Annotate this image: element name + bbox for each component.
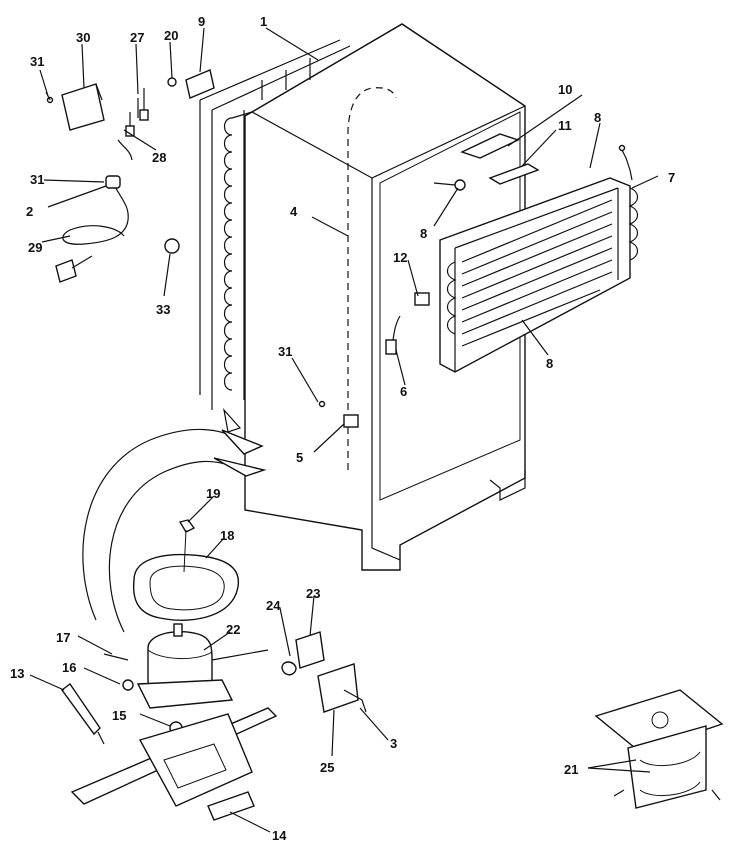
callout-2: 9 [198,14,205,29]
callout-14: 6 [400,384,407,399]
relay-overload [281,631,367,713]
callout-5: 28 [152,150,166,165]
callout-24: 15 [112,708,126,723]
callout-4: 27 [130,30,144,45]
callout-8-mid: 31 [30,172,44,187]
callout-30: 22 [226,622,240,637]
callout-7: 30 [76,30,90,45]
callout-26: 17 [56,630,70,645]
callout-8-cabinet: 31 [278,344,292,359]
condenser-coil [199,39,351,433]
callout-31: 23 [306,586,320,601]
callout-19: 10 [558,82,572,97]
drain-pan [132,519,240,621]
callout-9: 33 [156,302,170,317]
callout-21: 12 [393,250,407,265]
callout-11: 3 [390,736,397,751]
callout-16: 8 [546,356,553,371]
callout-3: 20 [164,28,178,43]
callout-labels: 1 9 20 27 28 29 30 31 31 31 33 2 3 4 5 6… [10,14,675,843]
callout-18: 8 [420,226,427,241]
callout-10: 2 [26,204,33,219]
compressor [103,623,269,735]
callout-8-top: 31 [30,54,44,69]
callout-12: 4 [290,204,298,219]
callout-25: 16 [62,660,76,675]
callout-33: 25 [320,760,334,775]
small-parts [318,179,466,428]
callout-20: 11 [558,118,572,133]
evaporator-brackets [460,133,540,185]
leader-lines [29,27,659,833]
drain-hose [82,428,267,633]
cabinet [244,23,526,571]
callout-1: 1 [260,14,267,29]
evaporator [439,144,639,373]
alternate-compressor [594,689,724,809]
callout-27: 18 [220,528,234,543]
callout-22: 13 [10,666,24,681]
upper-left-parts [45,69,215,283]
callout-29: 21 [564,762,578,777]
callout-32: 24 [266,598,281,613]
callout-6: 29 [28,240,42,255]
mounting-base [70,707,278,821]
callout-13: 5 [296,450,303,465]
callout-28: 19 [206,486,220,501]
callout-23: 14 [272,828,287,843]
callout-17: 8 [594,110,601,125]
callout-15: 7 [668,170,675,185]
drier [61,683,105,745]
